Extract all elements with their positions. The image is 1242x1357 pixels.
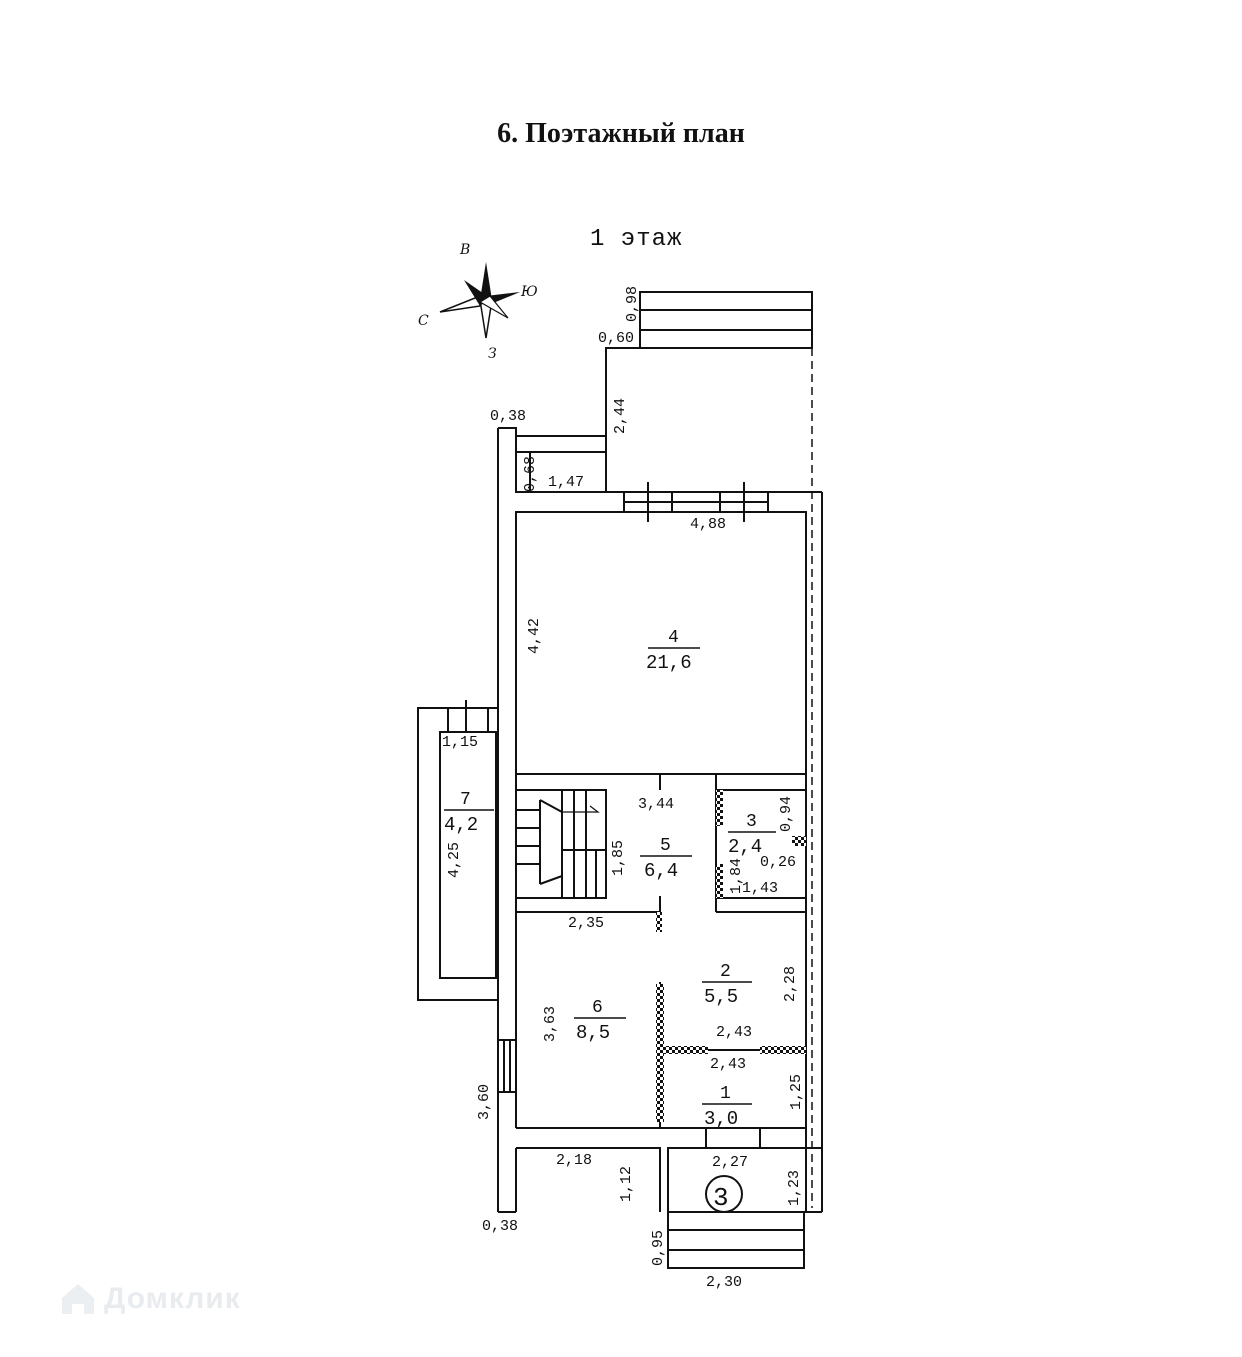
dim-room5-w: 3,44 xyxy=(638,796,674,813)
page-title: 6. Поэтажный план xyxy=(497,118,745,149)
compass-north-label: С xyxy=(418,313,429,329)
dim-room3-a: 0,94 xyxy=(778,796,795,832)
dim-bottom-left-h: 1,12 xyxy=(618,1166,635,1202)
room-1-number: 1 xyxy=(720,1084,731,1104)
room-6-number: 6 xyxy=(592,998,603,1018)
dim-room7-w: 1,15 xyxy=(442,734,478,751)
compass-west-label: З xyxy=(488,346,497,362)
dim-bottom-left-w: 2,18 xyxy=(556,1152,592,1169)
dim-porch-bot-w: 2,27 xyxy=(712,1154,748,1171)
dim-wall-top: 0,38 xyxy=(490,408,526,425)
dim-room1-w: 2,43 xyxy=(710,1056,746,1073)
dim-room3-h: 1,84 xyxy=(728,858,745,894)
room-7-area: 4,2 xyxy=(444,814,478,836)
dim-room7-h: 4,25 xyxy=(446,842,463,878)
dim-porch-bot-h: 1,23 xyxy=(786,1170,803,1206)
compass-rose-icon: В Ю С З xyxy=(418,242,538,362)
dim-porch-top-w: 0,60 xyxy=(598,330,634,347)
room-3-number: 3 xyxy=(746,812,757,832)
dim-room5-bottom: 2,35 xyxy=(568,915,604,932)
room-4-number: 4 xyxy=(668,628,679,648)
dim-terrace-h: 2,44 xyxy=(612,398,629,434)
compass-south-label: Ю xyxy=(520,284,538,300)
room-6-area: 8,5 xyxy=(576,1022,610,1044)
room-4-area: 21,6 xyxy=(646,652,692,674)
dim-room6-h: 3,63 xyxy=(542,1006,559,1042)
dim-room3-w: 1,43 xyxy=(742,880,778,897)
room-5-area: 6,4 xyxy=(644,860,678,882)
room-2-number: 2 xyxy=(720,962,731,982)
dim-room4-w: 4,88 xyxy=(690,516,726,533)
dim-room2-h: 2,28 xyxy=(782,966,799,1002)
room-5-number: 5 xyxy=(660,836,671,856)
dim-room3-b: 0,26 xyxy=(760,854,796,871)
compass-east-label: В xyxy=(459,242,470,258)
entrance-marker-number: 3 xyxy=(713,1183,729,1213)
room-labels: 4 21,6 7 4,2 5 6,4 3 2,4 2 5,5 6 8,5 1 3… xyxy=(444,628,776,1130)
watermark-house-icon xyxy=(62,1284,94,1314)
dim-porch-top-h: 0,98 xyxy=(624,286,641,322)
dim-vestibule-w: 1,47 xyxy=(548,474,584,491)
walls xyxy=(417,291,823,1269)
dim-steps-bot-h: 0,95 xyxy=(650,1230,667,1266)
room-1-area: 3,0 xyxy=(704,1108,738,1130)
dim-wall-left-h: 3,60 xyxy=(476,1084,493,1120)
dimension-labels: 0,98 0,60 2,44 0,38 0,68 1,47 4,88 4,42 … xyxy=(442,286,805,1291)
dim-room1-h: 1,25 xyxy=(788,1074,805,1110)
dim-steps-bot-w: 2,30 xyxy=(706,1274,742,1291)
entrance-marker: 3 xyxy=(705,1175,743,1213)
hatched-partitions xyxy=(656,790,806,1122)
watermark-text: Домклик xyxy=(104,1282,241,1315)
dim-vestibule-h: 0,68 xyxy=(522,456,539,492)
room-7-number: 7 xyxy=(460,790,471,810)
dim-room2-w: 2,43 xyxy=(716,1024,752,1041)
floor-label: 1 этаж xyxy=(590,226,683,253)
dim-room4-h: 4,42 xyxy=(526,618,543,654)
dim-wall-bottom: 0,38 xyxy=(482,1218,518,1235)
dim-room5-h: 1,85 xyxy=(610,840,627,876)
room-2-area: 5,5 xyxy=(704,986,738,1008)
room-3-area: 2,4 xyxy=(728,836,762,858)
